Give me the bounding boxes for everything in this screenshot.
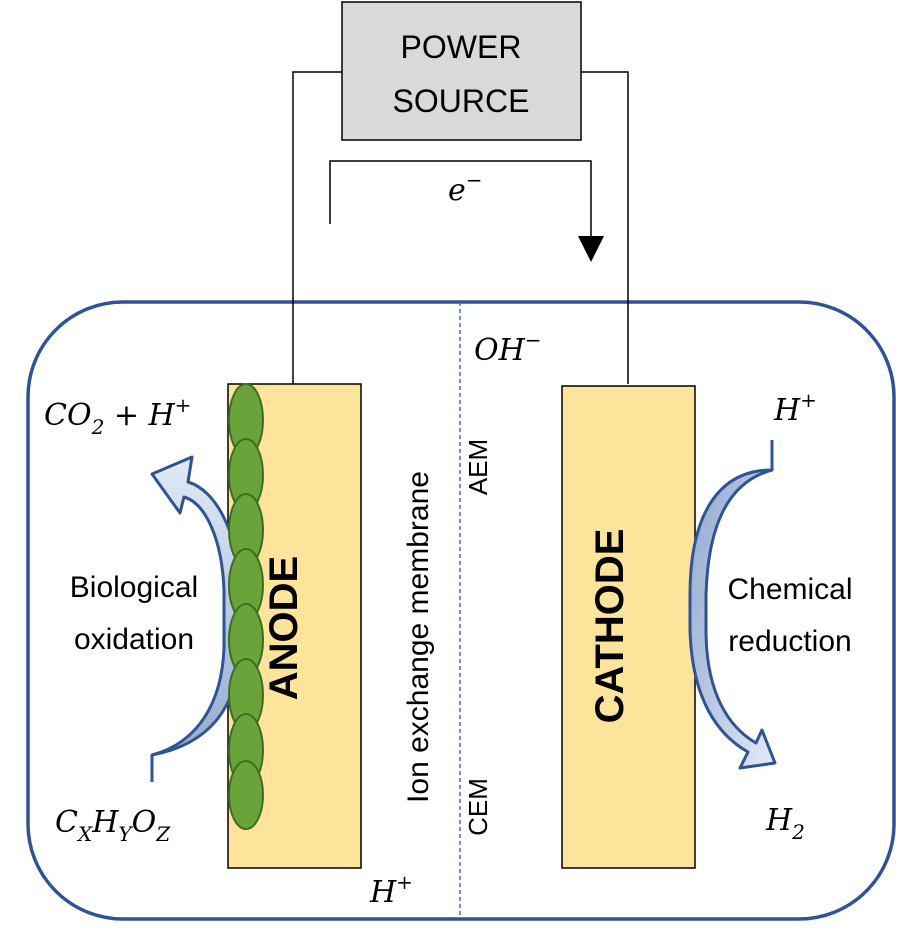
oxidation-text-line1: Biological: [70, 571, 198, 604]
anode-substrate-label: CXHYOZ: [55, 805, 171, 846]
reactor-vessel: [26, 300, 896, 921]
electron-arrowhead: [578, 236, 604, 262]
oxidation-arrow: [150, 455, 242, 782]
reduction-text-line2: reduction: [728, 625, 851, 658]
oxidation-text-line2: oxidation: [74, 623, 194, 656]
cathode-electrode: [561, 385, 696, 869]
power-source-line1: POWER: [401, 29, 522, 65]
cem-label: CEM: [463, 778, 493, 836]
power-source-line2: SOURCE: [393, 83, 530, 119]
membrane-label: Ion exchange membrane: [402, 471, 435, 803]
cathode-label: CATHODE: [588, 529, 632, 724]
proton-label-membrane: H+: [369, 870, 413, 910]
anode-label: ANODE: [262, 556, 306, 700]
cathode-reactant-label: H+: [773, 388, 817, 428]
biofilm: [228, 383, 264, 830]
aem-label: AEM: [463, 439, 493, 495]
reduction-text-line1: Chemical: [727, 573, 852, 606]
hydroxide-label: OH−: [474, 328, 542, 368]
reduction-arrow: [688, 440, 777, 770]
power-source-box: [341, 1, 582, 141]
cathode-product-label: H2: [765, 803, 805, 844]
electron-flow-arrow: [329, 160, 592, 240]
cathode-wire: [581, 71, 629, 384]
anode-wire: [292, 71, 342, 384]
anode-product-label: CO2 + H+: [44, 393, 191, 439]
electron-label: e−: [448, 168, 483, 208]
